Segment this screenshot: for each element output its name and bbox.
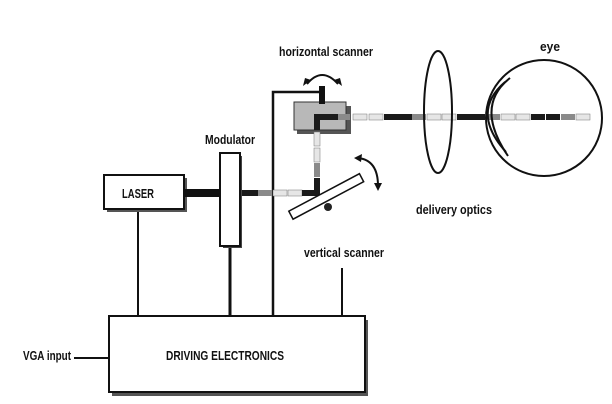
horizontal-scanner: [293, 86, 351, 134]
modulator-block: [219, 152, 242, 248]
beam-laser-to-modulator: [185, 189, 221, 197]
laser-label: LASER: [122, 186, 154, 201]
rotation-arrow-icon: [303, 74, 342, 86]
rotation-arrow-icon: [354, 154, 382, 191]
beam-vertical-to-horizontal-scanner: [313, 116, 321, 196]
vertical-scanner-label: vertical scanner: [304, 245, 384, 260]
laser-block: LASER: [103, 174, 187, 212]
driving-electronics-block: DRIVING ELECTRONICS: [108, 315, 368, 396]
horizontal-scanner-label: horizontal scanner: [279, 44, 373, 59]
delivery-optics-label: delivery optics: [416, 202, 492, 217]
vga-input-label: VGA input: [23, 348, 71, 363]
delivery-optics-lens: [423, 50, 453, 174]
beam-modulator-to-vertical-scanner: [242, 189, 318, 197]
eye-label: eye: [540, 39, 560, 54]
driving-electronics-label: DRIVING ELECTRONICS: [166, 348, 284, 363]
modulator-label: Modulator: [205, 132, 255, 147]
eye: [485, 59, 603, 177]
vertical-scanner: [287, 172, 365, 221]
beam-to-eye: [314, 113, 591, 121]
